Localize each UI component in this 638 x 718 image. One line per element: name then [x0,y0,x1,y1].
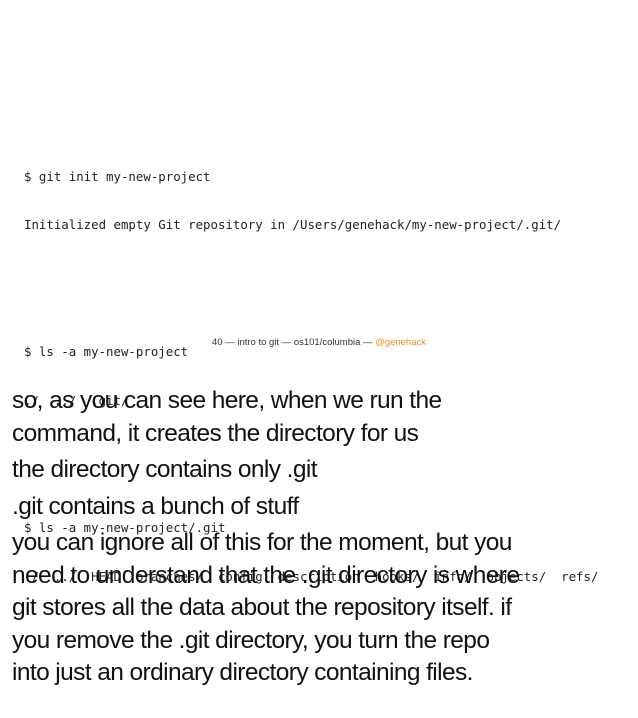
terminal-command: $ git init my-new-project [24,168,211,184]
note-paragraph: so, as you can see here, when we run the… [12,385,632,450]
footer-text: 40 — intro to git — os101/columbia — [211,337,376,348]
terminal-output-line: Initialized empty Git repository in /Use… [24,217,562,233]
note-line: you remove the .git directory, you turn … [12,626,490,654]
slide-footer: 40 — intro to git — os101/columbia — @ge… [0,337,638,348]
note-line: .git contains a bunch of stuff [12,492,299,520]
speaker-notes: so, as you can see here, when we run the… [12,385,632,694]
slide: $ git init my-new-project Initialized em… [0,168,638,584]
terminal-block-git-init: $ git init my-new-project Initialized em… [24,136,598,266]
note-line: you can ignore all of this for the momen… [12,529,512,556]
note-line: into just an ordinary directory containi… [12,659,473,686]
note-line: need to understand that the .git directo… [12,561,520,589]
terminal-command: $ ls -a my-new-project/.git [24,520,226,536]
terminal-output-line: ./ ../ .git/ [24,393,129,409]
note-line: command, it creates the directory for us [12,419,419,447]
note-paragraph: the directory contains only .git [12,454,632,487]
note-paragraph: you can ignore all of this for the momen… [12,527,632,690]
note-line: so, as you can see here, when we run the [12,387,442,414]
note-paragraph: .git contains a bunch of stuff [12,491,632,524]
terminal-output-line: ./ ../ HEAD branches/ config description… [24,568,599,584]
note-line: the directory contains only .git [12,456,318,483]
terminal-block-ls-git: $ ls -a my-new-project/.git ./ ../ HEAD … [24,488,598,618]
footer-handle: @genehack [375,337,427,348]
terminal-output: $ git init my-new-project Initialized em… [24,104,598,663]
terminal-command: $ ls -a my-new-project [24,344,189,360]
note-line: git stores all the data about the reposi… [12,594,512,621]
terminal-block-ls-project: $ ls -a my-new-project ./ ../ .git/ [24,312,598,442]
